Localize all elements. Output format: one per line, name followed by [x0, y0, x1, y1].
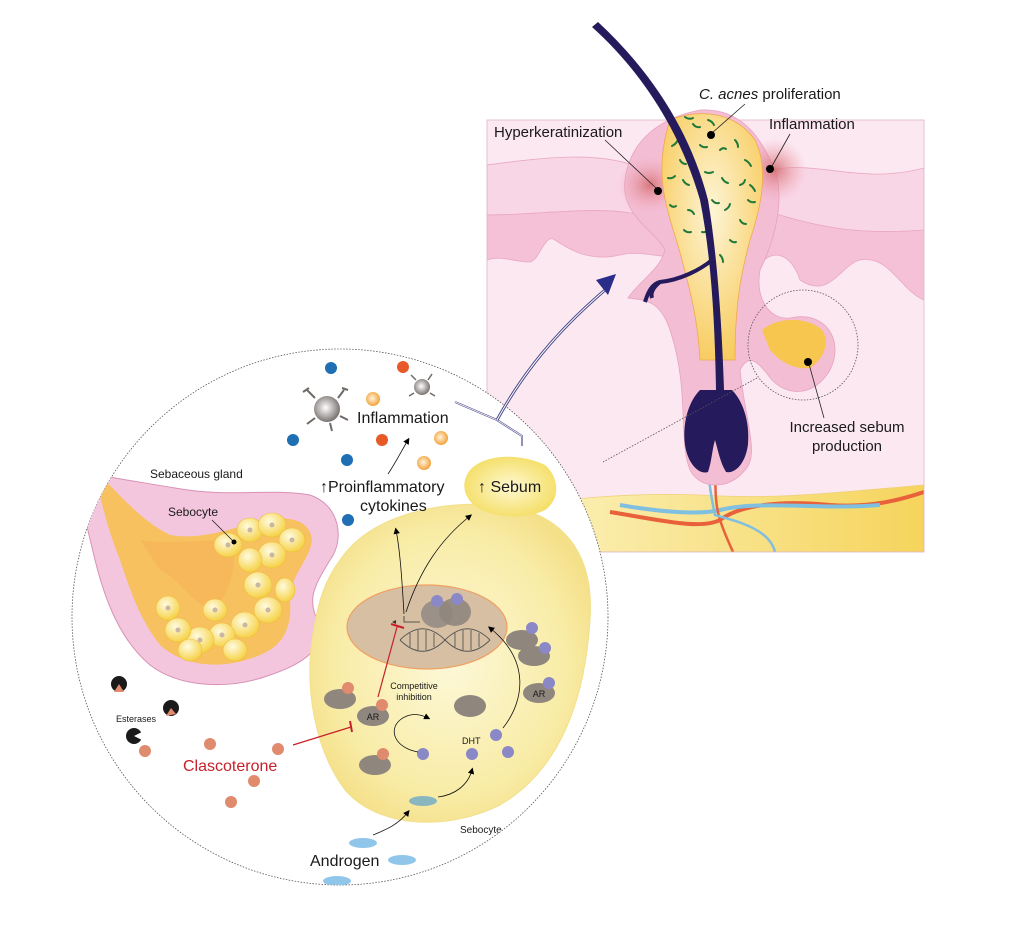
arrow-to-cytokines: [393, 527, 405, 615]
ar-right-label: AR: [533, 689, 546, 699]
zoom-arrow: [454, 274, 616, 446]
hair-follicle: [592, 22, 836, 486]
inflammation-skin-label: Inflammation: [769, 116, 855, 133]
inhibition-bar-ar: [349, 720, 353, 733]
androgen-molecules: [323, 838, 416, 885]
nucleus: [346, 584, 508, 670]
skin-label-inflammation: Inflammation: [766, 116, 855, 173]
competitive-inhibition-line2: inhibition: [396, 692, 432, 702]
dht-label: DHT: [462, 736, 481, 746]
skin-label-sebum-production: Increased sebum production: [789, 358, 905, 455]
sebaceous-gland: Sebaceous gland Sebocyte: [74, 467, 339, 686]
c-acnes-rest: proliferation: [758, 86, 841, 103]
esterases-label: Esterases: [116, 714, 157, 724]
sebaceous-gland-small: [762, 319, 826, 369]
dna-icon: [399, 628, 491, 652]
androgen-in-cell: [409, 796, 437, 806]
c-acnes-bacteria: [667, 116, 756, 263]
macrophage-large: [302, 387, 349, 432]
inhibition-line-nuclear: [377, 626, 398, 698]
ar-left-receptor: [357, 706, 389, 726]
inflammation-circle-label: Inflammation: [357, 410, 449, 427]
sebum-blob: ↑ Sebum: [464, 456, 557, 517]
hyperkeratinization-label: Hyperkeratinization: [494, 124, 622, 141]
zoom-arrowhead-icon: [596, 274, 616, 295]
hair-shaft: [592, 22, 724, 390]
esterases: Esterases: [111, 676, 179, 744]
c-acnes-italic: C. acnes: [699, 86, 759, 103]
sebocyte-cell: AR AR DHT Competitive inhibition Sebocyt…: [292, 503, 591, 836]
skin-label-c-acnes: C. acnes proliferation: [699, 86, 841, 139]
cytokines-line2: cytokines: [360, 498, 427, 515]
macrophage-small: [408, 373, 436, 397]
magnifier-connector: [602, 377, 758, 463]
clascoterone-molecules: [139, 738, 284, 808]
competitive-inhibition-line1: Competitive: [390, 681, 438, 691]
androgen-label: Androgen: [310, 853, 379, 870]
bound-clascoterone: [342, 682, 389, 760]
arrow-dht-to-nucleus: [488, 626, 521, 729]
arrow-to-sebum: [405, 514, 472, 613]
sebocyte-nuclei: [165, 522, 295, 643]
arrow-androgen-to-dht: [437, 767, 475, 798]
hair-branch: [643, 258, 714, 303]
skin-label-hyperkeratinization: Hyperkeratinization: [494, 124, 662, 195]
inhibition-bar-nuclear: [390, 623, 405, 629]
ar-dimer-nuclear: [421, 593, 471, 628]
sebum-label: ↑ Sebum: [478, 479, 541, 496]
svg-text:C. acnes proliferation: C. acnes proliferation: [699, 86, 841, 103]
ar-left-label: AR: [367, 712, 380, 722]
inflammation-cluster: Inflammation ↑Proinflammatory cytokines: [287, 361, 449, 526]
clascoterone-label: Clascoterone: [183, 758, 277, 775]
arrow-androgen-entry: [372, 809, 410, 836]
sebum-production-line1: Increased sebum: [789, 419, 904, 436]
magnifier-circle-small: [747, 289, 859, 401]
sebum-production-line2: production: [812, 438, 882, 455]
clascoterone: Clascoterone: [139, 738, 284, 808]
sebocyte-gland-label: Sebocyte: [168, 505, 218, 519]
vein: [619, 503, 881, 515]
arrow-competitive: [393, 713, 431, 753]
androgen: Androgen: [310, 809, 416, 885]
cytokine-dots: [287, 361, 448, 526]
dht-molecules: [417, 622, 555, 760]
arrow-to-inflammation: [387, 437, 410, 475]
hair-bulb: [684, 390, 749, 473]
cytokines-line1: ↑Proinflammatory: [320, 479, 444, 496]
inhibition-line-ar: [292, 726, 352, 746]
sebaceous-gland-label: Sebaceous gland: [150, 467, 243, 481]
sebocyte-cell-label: Sebocyte: [460, 825, 502, 836]
